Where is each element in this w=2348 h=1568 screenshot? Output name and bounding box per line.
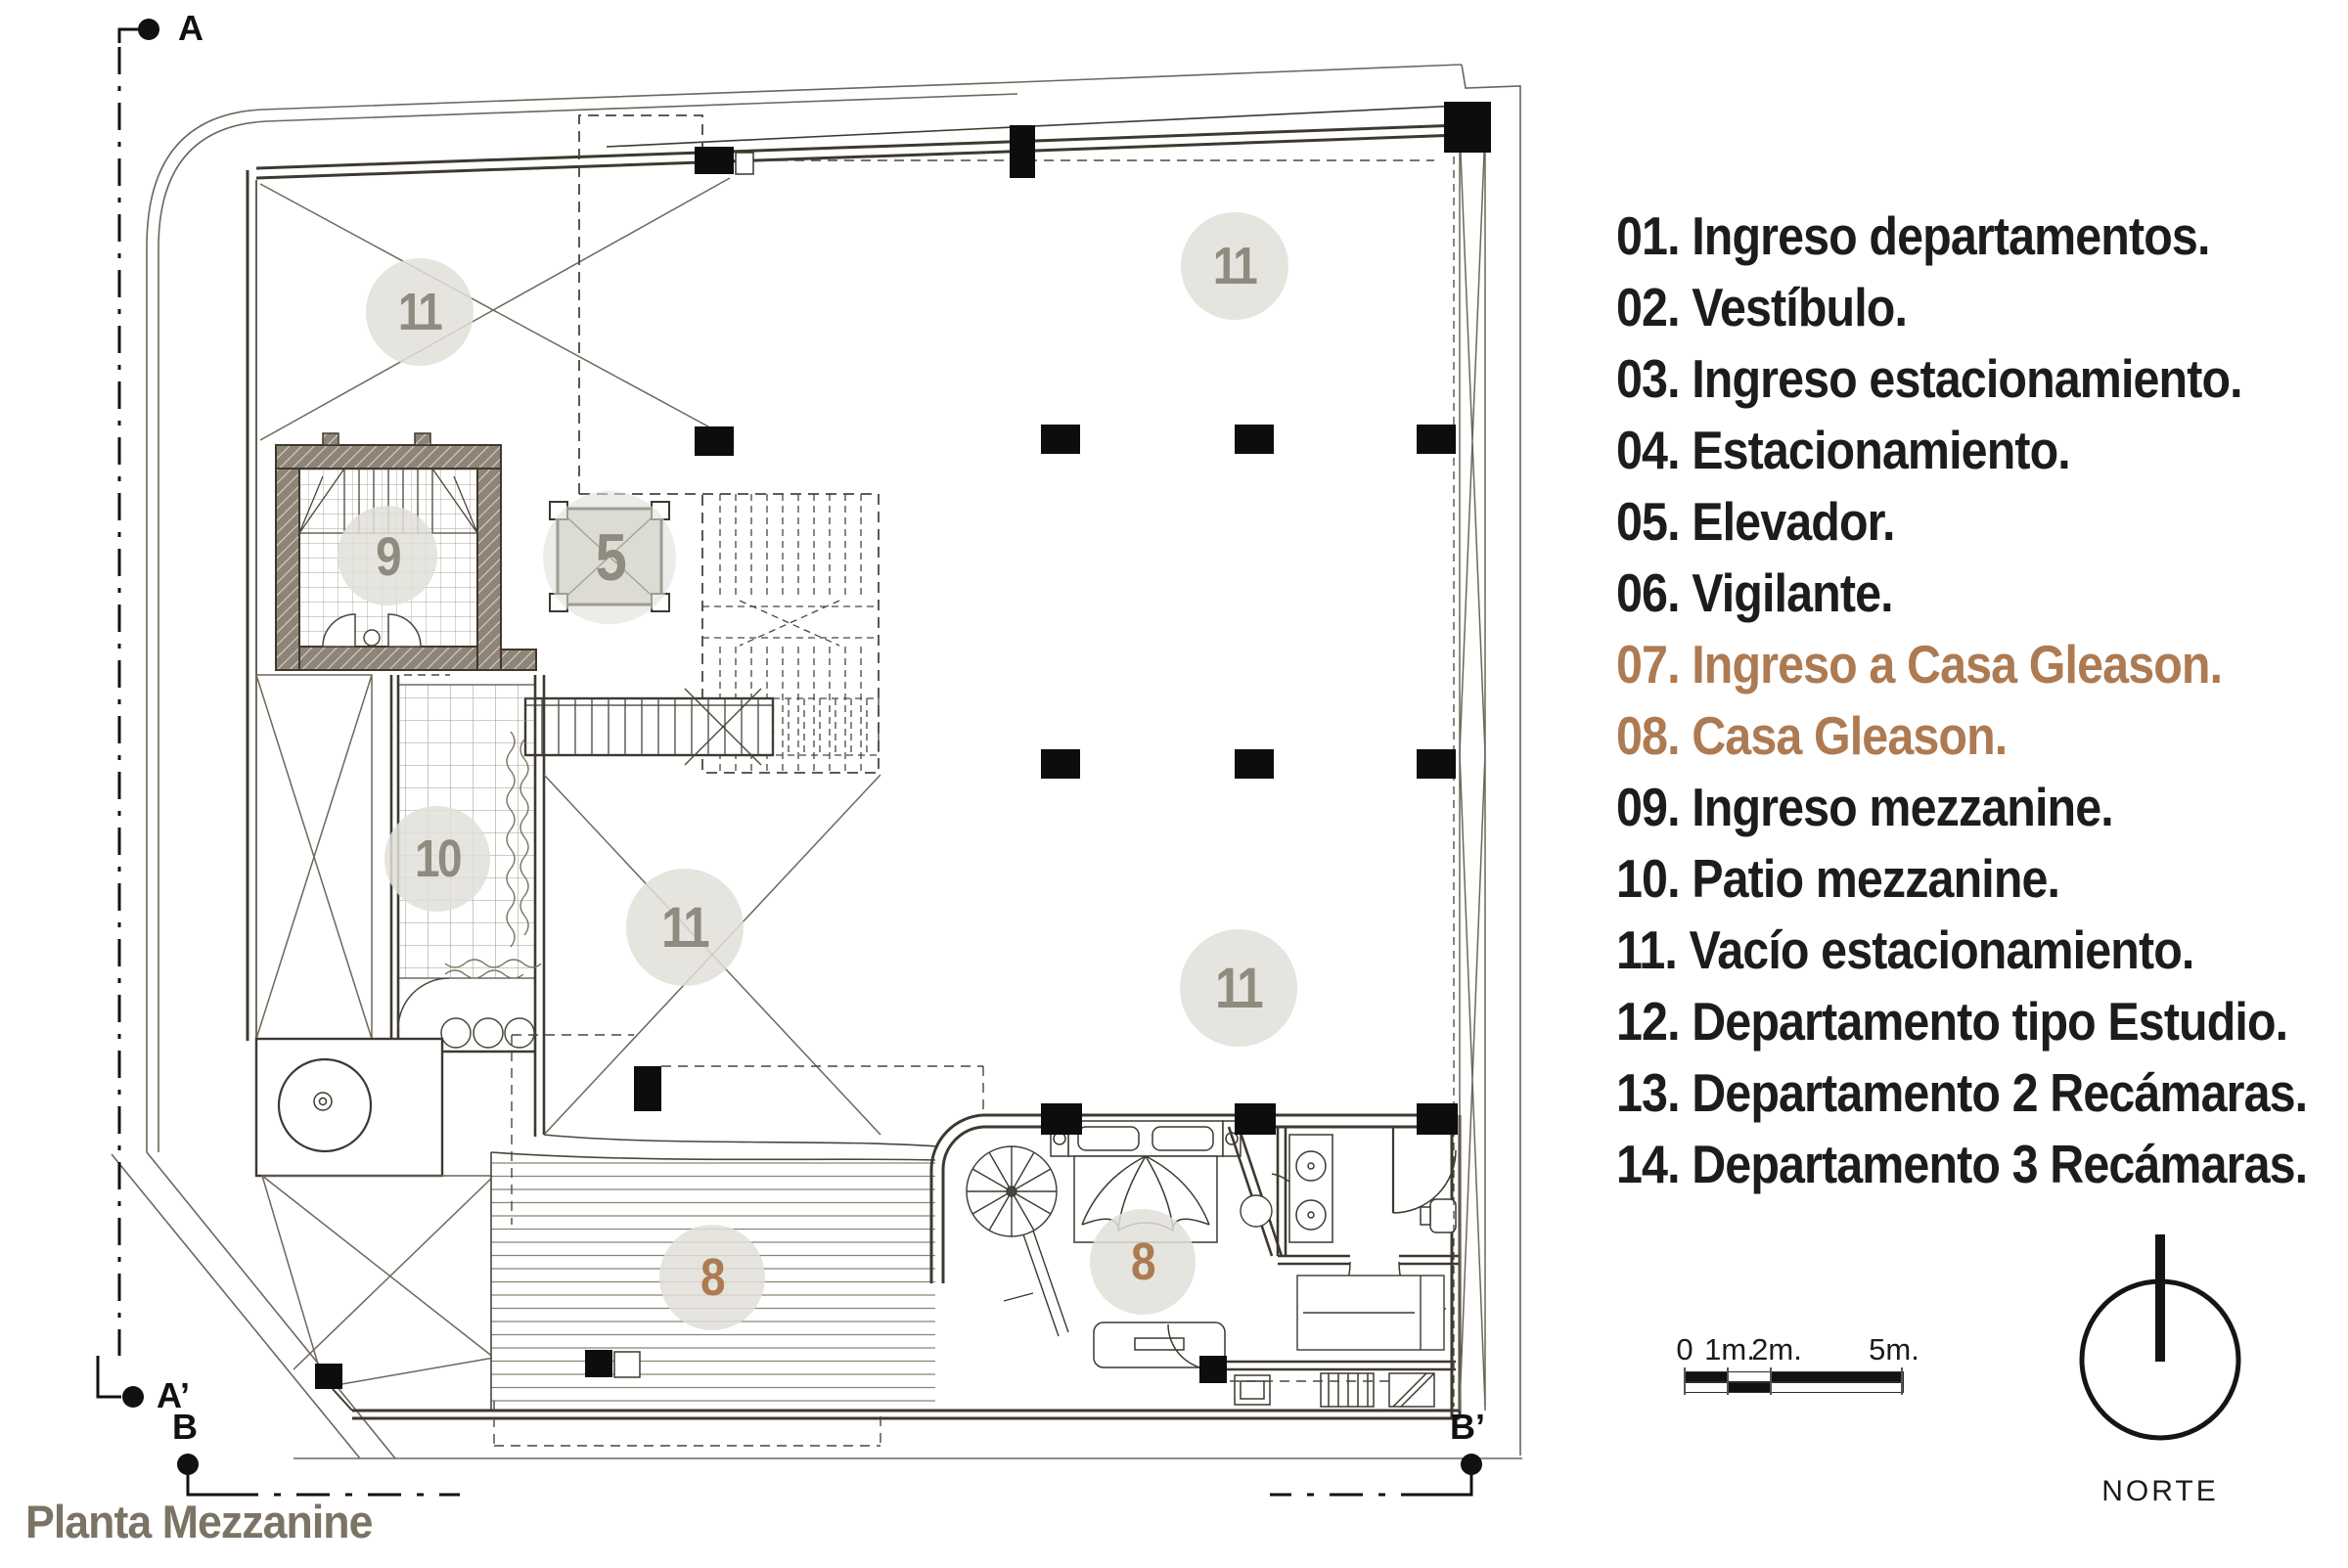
legend-item: 01. Ingreso departamentos. [1616, 205, 2210, 266]
north-label: NORTE [2101, 1475, 2219, 1507]
void-strip-left [255, 674, 373, 1040]
scale-bar: 0 1m. 2m. 5m. [1663, 1332, 1927, 1411]
scale-bar-row-top [1685, 1371, 1904, 1382]
scale-label-5m: 5m. [1869, 1332, 1919, 1366]
legend-item-casa-gleason: 08. Casa Gleason. [1616, 705, 2008, 766]
legend-item: 05. Elevador. [1616, 491, 1895, 552]
legend-item: 06. Vigilante. [1616, 562, 1894, 623]
section-marker-a: A [178, 8, 203, 48]
structural-columns [315, 102, 1491, 1389]
straight-stair [523, 688, 880, 766]
legend-item: 02. Vestíbulo. [1616, 277, 1908, 337]
scale-bar-row-bottom [1685, 1382, 1904, 1393]
legend-item: 13. Departamento 2 Recámaras. [1616, 1062, 2308, 1123]
vestibule [397, 977, 535, 1049]
room-badge-void-2: 11 [1181, 212, 1288, 320]
legend-item: 04. Estacionamiento. [1616, 420, 2071, 480]
casa-gleason [332, 1113, 1462, 1420]
section-marker-b-prime: B’ [1450, 1407, 1485, 1447]
legend-item-casa-gleason-entry: 07. Ingreso a Casa Gleason. [1616, 634, 2223, 694]
section-line-a [96, 19, 159, 1408]
scale-label-0: 0 [1676, 1332, 1693, 1366]
section-line-b [177, 1454, 1482, 1497]
hedge [444, 731, 542, 979]
room-badge-casa-gleason: 8 [1090, 1209, 1196, 1315]
section-marker-a-prime: A’ [157, 1375, 191, 1415]
void-quad-bottomleft [260, 1175, 495, 1388]
room-badge-void-3: 11 [626, 869, 744, 986]
room-badge-casa-deck: 8 [659, 1225, 765, 1330]
door-swings [322, 613, 422, 648]
scale-label-1m: 1m. [1704, 1332, 1755, 1366]
room-badge-void-1: 11 [366, 258, 474, 366]
north-arrow-icon [2079, 1234, 2241, 1441]
room-badge-ingreso-mezzanine: 9 [338, 506, 437, 605]
page-title: Planta Mezzanine [25, 1496, 373, 1547]
legend-item: 03. Ingreso estacionamiento. [1616, 348, 2243, 409]
spiral-stair [966, 1145, 1069, 1337]
site-boundary [111, 64, 1522, 1459]
dashed-stair [578, 114, 880, 774]
closet [1296, 1275, 1445, 1351]
legend-item: 12. Departamento tipo Estudio. [1616, 991, 2288, 1052]
kitchen [1167, 1323, 1456, 1408]
void-bay-topleft-x [259, 177, 731, 441]
void-strip-right [1453, 123, 1486, 1411]
projection-dashed-lines [493, 159, 1434, 1447]
tank-room [254, 1037, 444, 1178]
legend-item: 11. Vacío estacionamiento. [1616, 919, 2194, 980]
section-marker-b: B [172, 1407, 198, 1447]
legend-item: 14. Departamento 3 Recámaras. [1616, 1134, 2308, 1194]
room-badge-elevador: 5 [543, 491, 676, 624]
legend-item: 10. Patio mezzanine. [1616, 848, 2060, 909]
legend: 01. Ingreso departamentos. 02. Vestíbulo… [1616, 201, 2348, 1200]
room-badge-void-4: 11 [1180, 929, 1297, 1047]
bed [1050, 1120, 1242, 1368]
legend-item: 09. Ingreso mezzanine. [1616, 777, 2114, 837]
scale-label-2m: 2m. [1751, 1332, 1802, 1366]
room-badge-patio: 10 [384, 806, 490, 912]
